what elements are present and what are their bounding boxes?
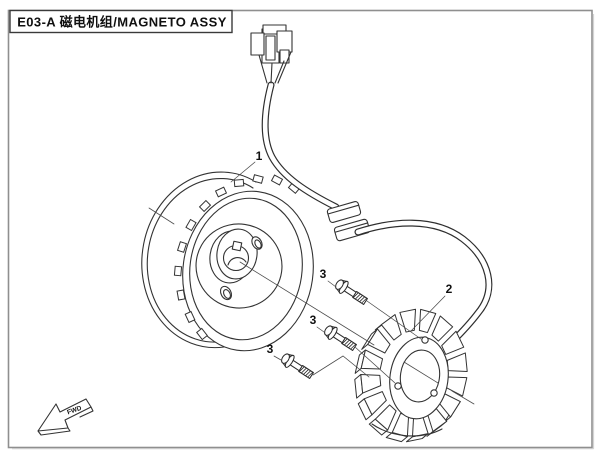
- title-block: E03-A 磁电机组/MAGNETO ASSY: [9, 9, 233, 34]
- wiring-harness-loop: [354, 219, 493, 346]
- bolt-middle: [321, 322, 359, 354]
- callout-stator-leader: [410, 295, 446, 332]
- callout-rotor-label: 1: [256, 149, 263, 163]
- rotor-rim-inner-arc: [146, 178, 254, 343]
- stator-screw-holes: [394, 336, 438, 397]
- callout-bolt-top-leader: [327, 280, 337, 288]
- rotor-keyway: [231, 240, 243, 252]
- page-border: [7, 9, 593, 449]
- title-box: [9, 9, 233, 34]
- callout-bolt-bottom-label: 3: [267, 342, 274, 356]
- fwd-direction-arrow: FWD: [37, 398, 94, 436]
- page-border-shadow: [12, 14, 595, 450]
- grommet: [326, 201, 371, 242]
- connector-left-tab: [250, 32, 265, 56]
- fwd-label: FWD: [66, 405, 83, 417]
- callouts: 1 2 3 3 3: [230, 149, 453, 361]
- connector-wire-fan: [258, 51, 292, 84]
- stator-teeth: [354, 308, 468, 443]
- rotor-bore-depth-arc: [227, 256, 247, 266]
- stator-illustration: [354, 308, 468, 443]
- bolt-top: [332, 276, 370, 308]
- callout-stator-label: 2: [446, 282, 453, 296]
- bolt-lead-lines: [312, 300, 422, 384]
- rotor-face-ring: [189, 197, 303, 341]
- callout-bolt-middle-leader: [316, 326, 325, 333]
- fwd-arrow-shape: [37, 398, 92, 432]
- wiring-harness-upper: [261, 81, 340, 211]
- connector-top-tab: [262, 24, 287, 35]
- rotor-rim-outer-arc: [141, 171, 257, 349]
- callout-bolt-top-label: 3: [320, 267, 327, 281]
- stator-bore: [399, 349, 441, 403]
- callout-bolt-bottom-leader: [273, 355, 282, 361]
- assembly-axis-line: [148, 207, 475, 405]
- rotor-center-recess: [195, 223, 283, 309]
- connector-latch: [265, 35, 276, 61]
- callout-rotor-leader: [230, 161, 256, 183]
- bolt-bottom: [278, 350, 316, 382]
- rotor-bolt-holes: [219, 236, 263, 301]
- page-title: E03-A 磁电机组/MAGNETO ASSY: [17, 15, 227, 30]
- rotor-magnet-slots: [173, 174, 301, 341]
- callout-bolt-middle-label: 3: [310, 313, 317, 327]
- stator-base-arc: [371, 423, 443, 437]
- fwd-arrow-depth: [37, 406, 94, 436]
- connector-right-tab: [276, 30, 293, 53]
- wire-connector-illustration: [250, 24, 293, 84]
- rotor-illustration: [141, 171, 314, 352]
